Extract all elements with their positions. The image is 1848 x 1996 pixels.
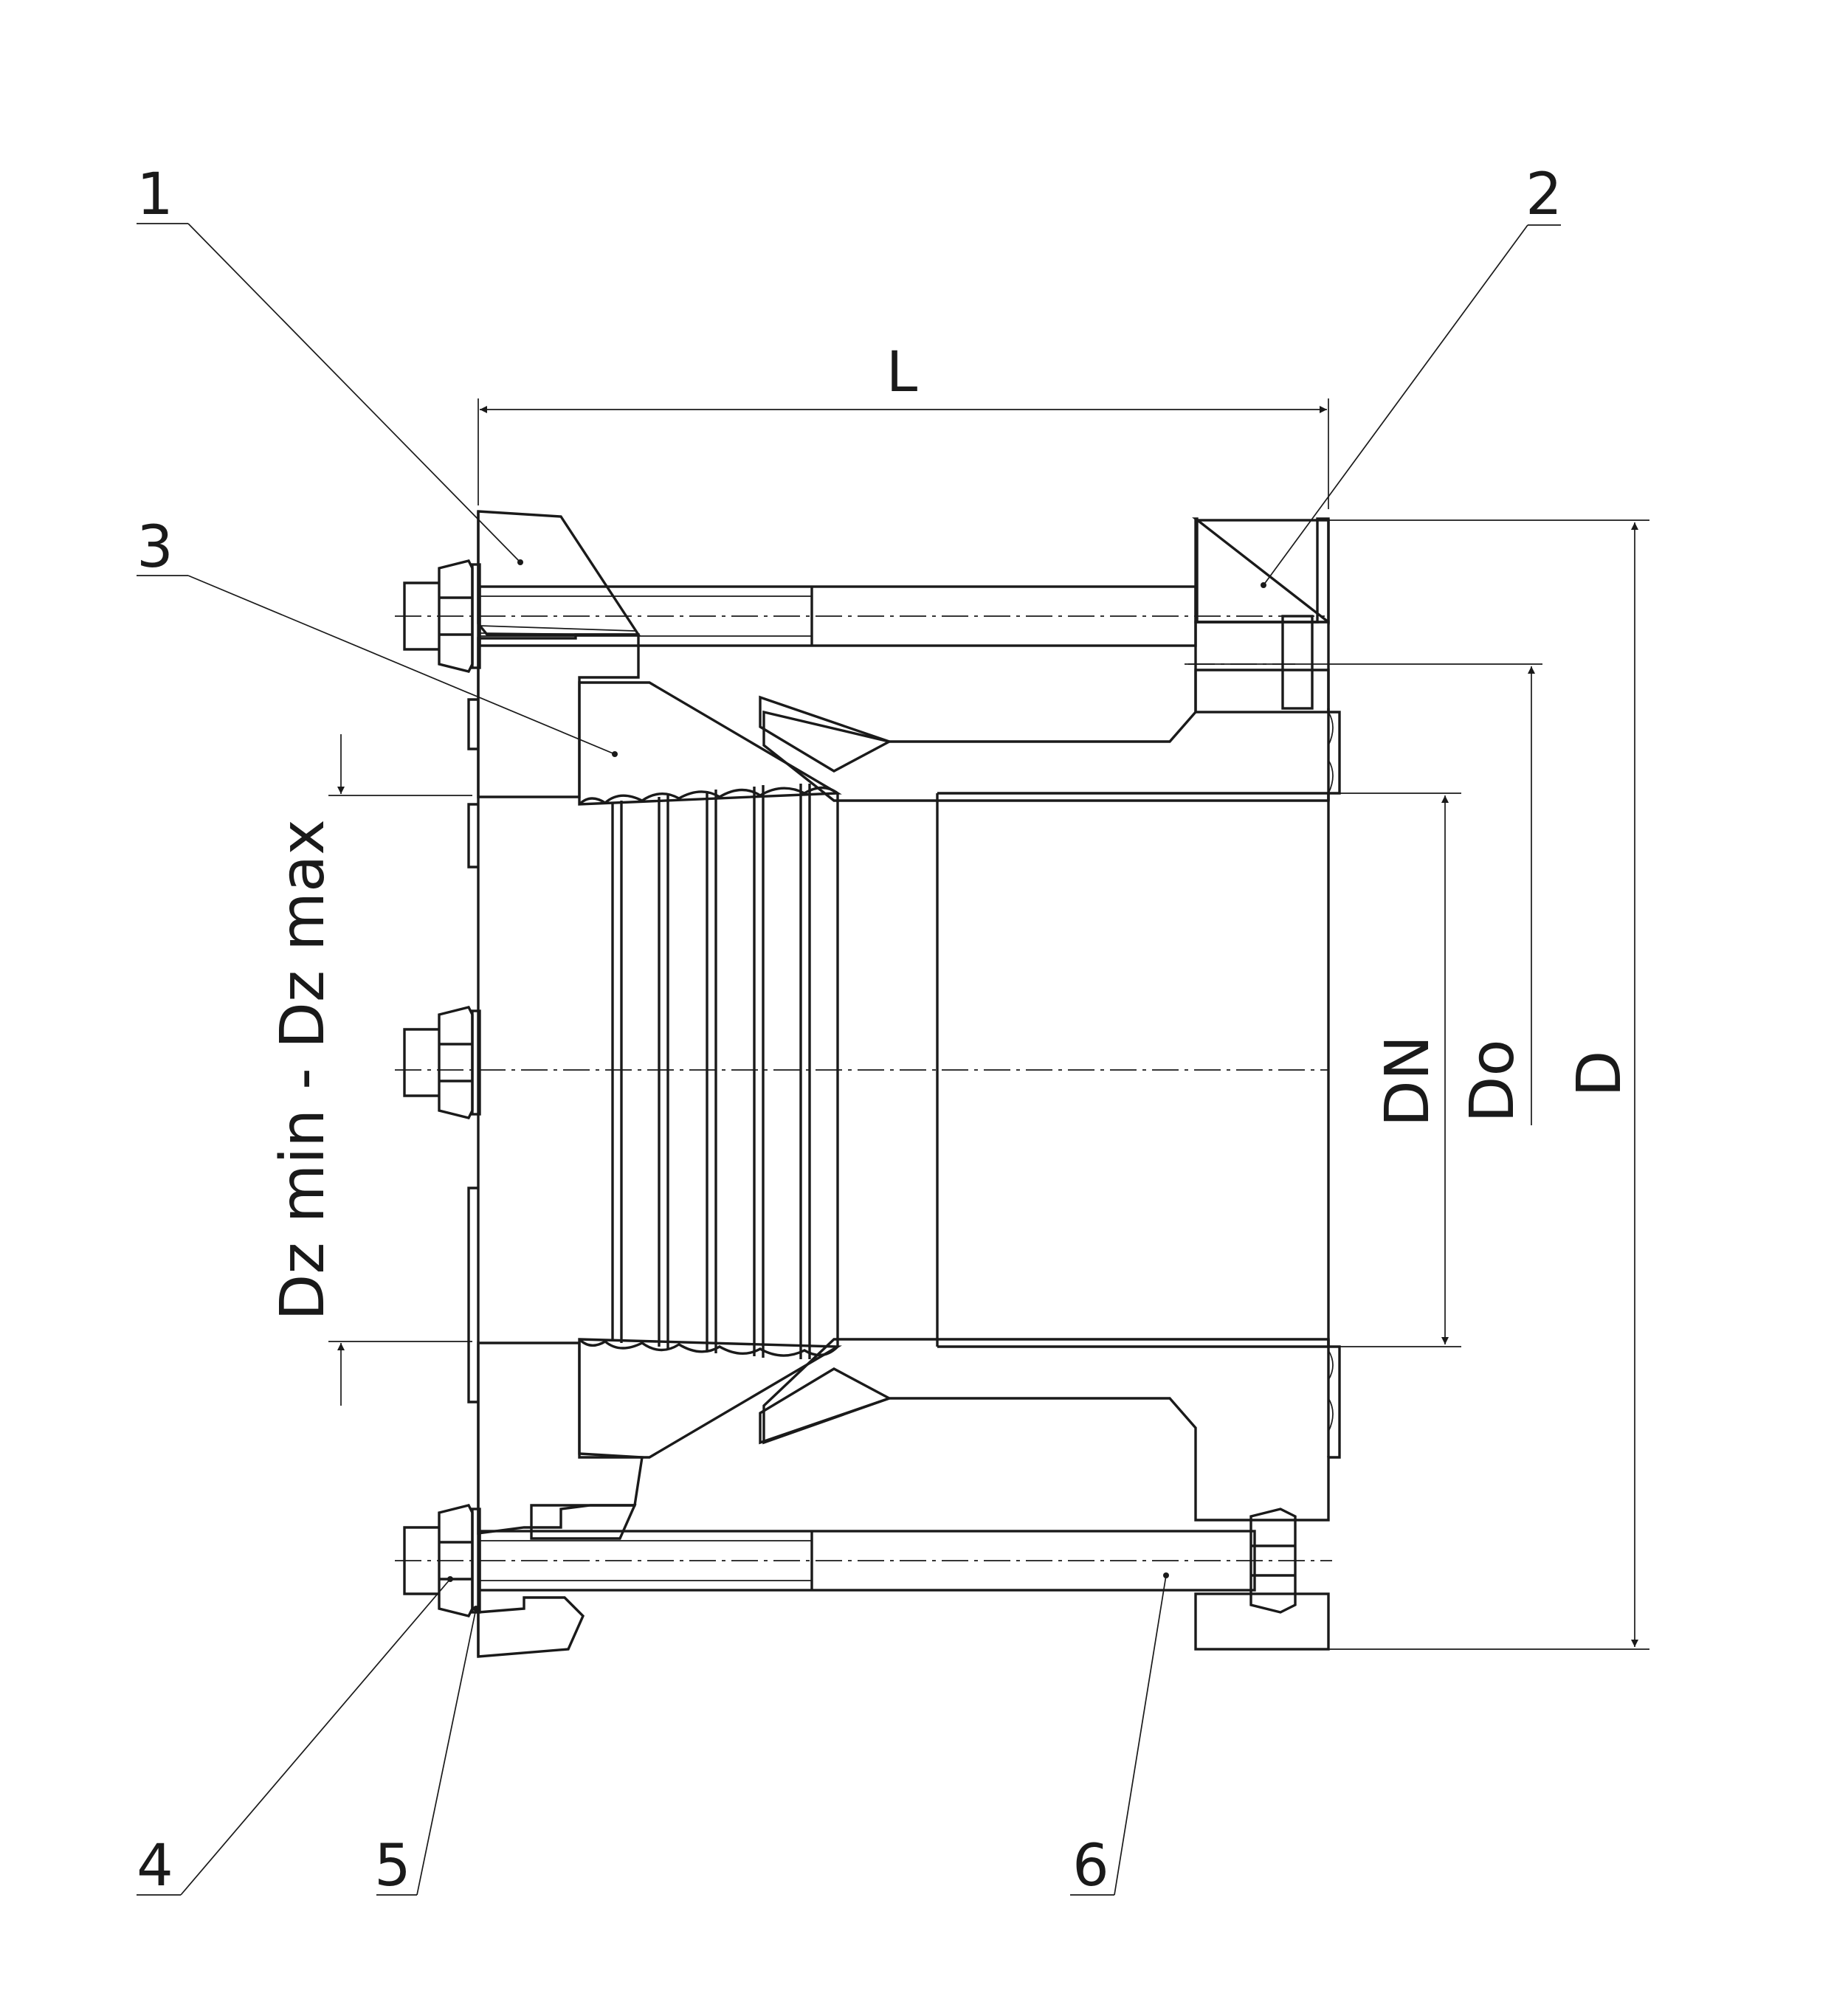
gland-upper-lug-line [479,625,635,635]
coupling-body [762,517,1341,1651]
middle-bolt [403,1006,481,1119]
seal-upper [578,681,842,806]
seal-wedge-top [759,695,893,773]
dimension-Dz: Dz min - Dz max [268,734,472,1406]
gland-lower-lug-taper [530,1504,637,1540]
seal-ring [578,681,893,1459]
upper-washer [471,563,481,669]
callout-6-number: 6 [1072,1833,1109,1899]
body-upper-flange-spigot [1281,615,1314,710]
dim-L-label: L [886,339,917,404]
body-right-seal-bottom [1328,1350,1334,1432]
callout-4-number: 4 [137,1833,173,1899]
callout-3: 3 [137,514,618,757]
center-lines [395,615,1332,1561]
gland-upper [477,633,640,798]
middle-nut [403,1006,474,1119]
body-upper-wall [762,669,1341,802]
callout-1: 1 [137,162,523,565]
body-lower-wall [762,1338,1341,1522]
callout-5: 5 [374,1606,479,1899]
body-right-seal-top [1328,711,1334,794]
seal-wedge-bottom [759,1367,893,1445]
callout-2-number: 2 [1525,162,1562,228]
dim-DN-label: DN [1373,1035,1443,1127]
callout-2: 2 [1261,162,1562,588]
seal-teeth [578,784,839,1359]
dimension-D: D [1317,519,1649,1650]
bore-outline [936,792,1330,1348]
dim-D-label: D [1565,1050,1635,1097]
callout-5-number: 5 [374,1833,411,1899]
gland-face-step [467,698,478,1403]
body-upper-flange-neck [1194,621,1330,714]
callout-1-number: 1 [137,162,173,228]
dim-Dz-label: Dz min - Dz max [268,819,338,1321]
lower-rod-head [1249,1508,1297,1614]
seal-lower [578,1338,842,1459]
body-lower-flange-block [1194,1592,1330,1651]
callout-6: 6 [1070,1572,1169,1899]
body-upper-flange [1192,517,1330,625]
dimension-DN: DN [1328,792,1461,1347]
middle-washer [471,1009,481,1116]
callout-4: 4 [137,1576,453,1899]
gland-lower-lug [477,1596,585,1658]
callout-3-number: 3 [137,514,173,581]
dimension-Do: Do [1185,663,1542,1125]
lower-washer [471,1508,481,1614]
dimension-L: L [477,339,1329,509]
dim-Do-label: Do [1458,1039,1528,1122]
